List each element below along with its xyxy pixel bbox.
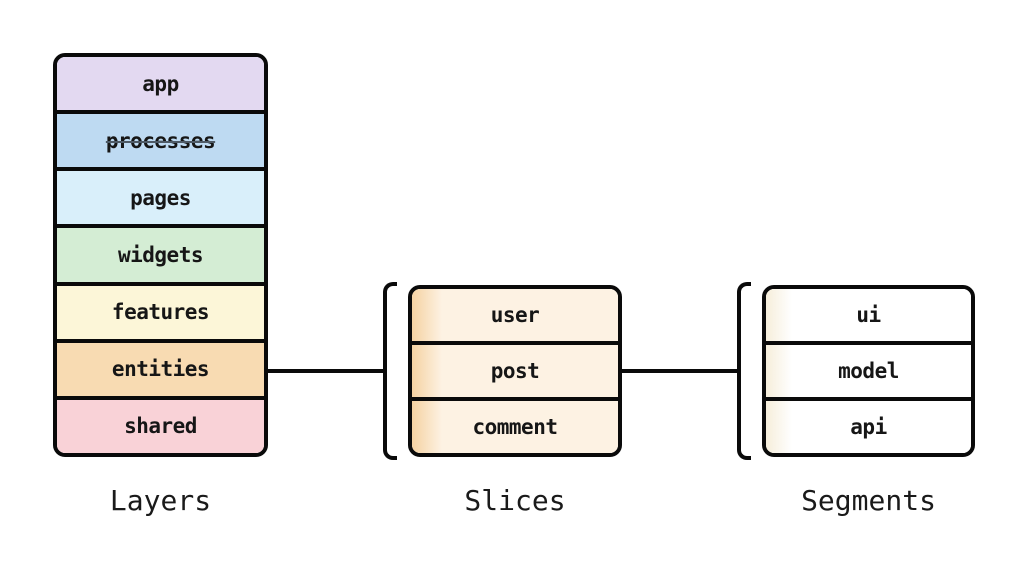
layer-shared: shared bbox=[57, 395, 264, 453]
layers-caption: Layers bbox=[109, 484, 212, 517]
segment-ui: ui bbox=[766, 289, 971, 341]
slices-caption: Slices bbox=[464, 484, 566, 517]
layer-entities: entities bbox=[57, 338, 264, 396]
slice-post: post bbox=[412, 341, 618, 397]
layers-box: app processes pages widgets features ent… bbox=[53, 53, 268, 457]
segments-bracket-icon bbox=[737, 282, 751, 460]
layer-widgets: widgets bbox=[57, 224, 264, 282]
segment-api: api bbox=[766, 397, 971, 453]
layer-processes: processes bbox=[57, 110, 264, 168]
connector-entities-to-slices bbox=[266, 369, 386, 373]
segments-box: ui model api bbox=[762, 285, 975, 457]
layer-pages: pages bbox=[57, 167, 264, 225]
slices-bracket-icon bbox=[383, 282, 397, 460]
segments-caption: Segments bbox=[801, 484, 936, 517]
layer-features: features bbox=[57, 281, 264, 339]
segment-model: model bbox=[766, 341, 971, 397]
slices-box: user post comment bbox=[408, 285, 622, 457]
slice-comment: comment bbox=[412, 397, 618, 453]
layer-app: app bbox=[57, 57, 264, 111]
connector-slices-to-segments bbox=[620, 369, 740, 373]
slice-user: user bbox=[412, 289, 618, 341]
